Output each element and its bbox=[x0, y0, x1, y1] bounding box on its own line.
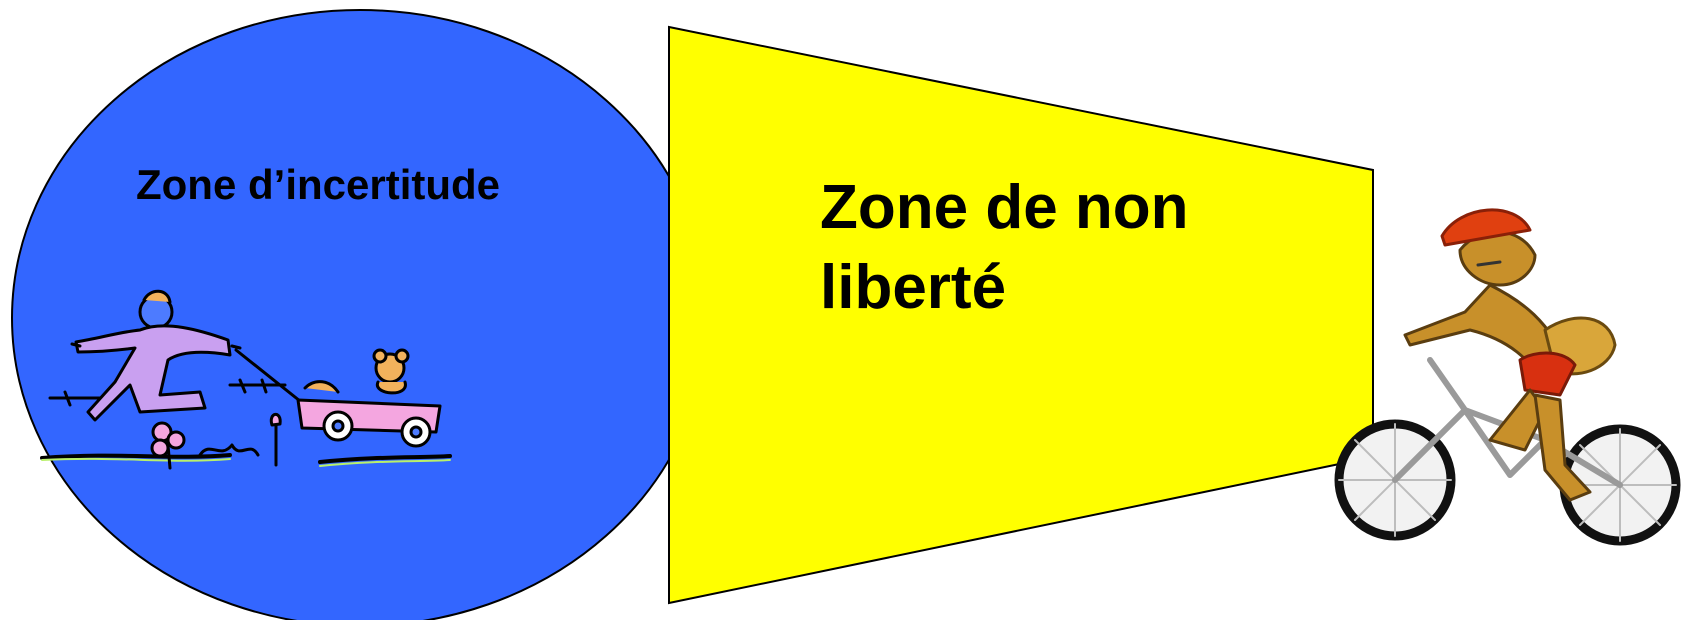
child-pulling-wagon-icon bbox=[40, 289, 452, 470]
uncertainty-zone-label: Zone d’incertitude bbox=[136, 161, 501, 208]
cyclist-icon bbox=[1334, 208, 1681, 546]
non-liberty-zone-label: Zone de non liberté bbox=[820, 173, 1189, 322]
uncertainty-zone-ellipse bbox=[11, 9, 709, 625]
